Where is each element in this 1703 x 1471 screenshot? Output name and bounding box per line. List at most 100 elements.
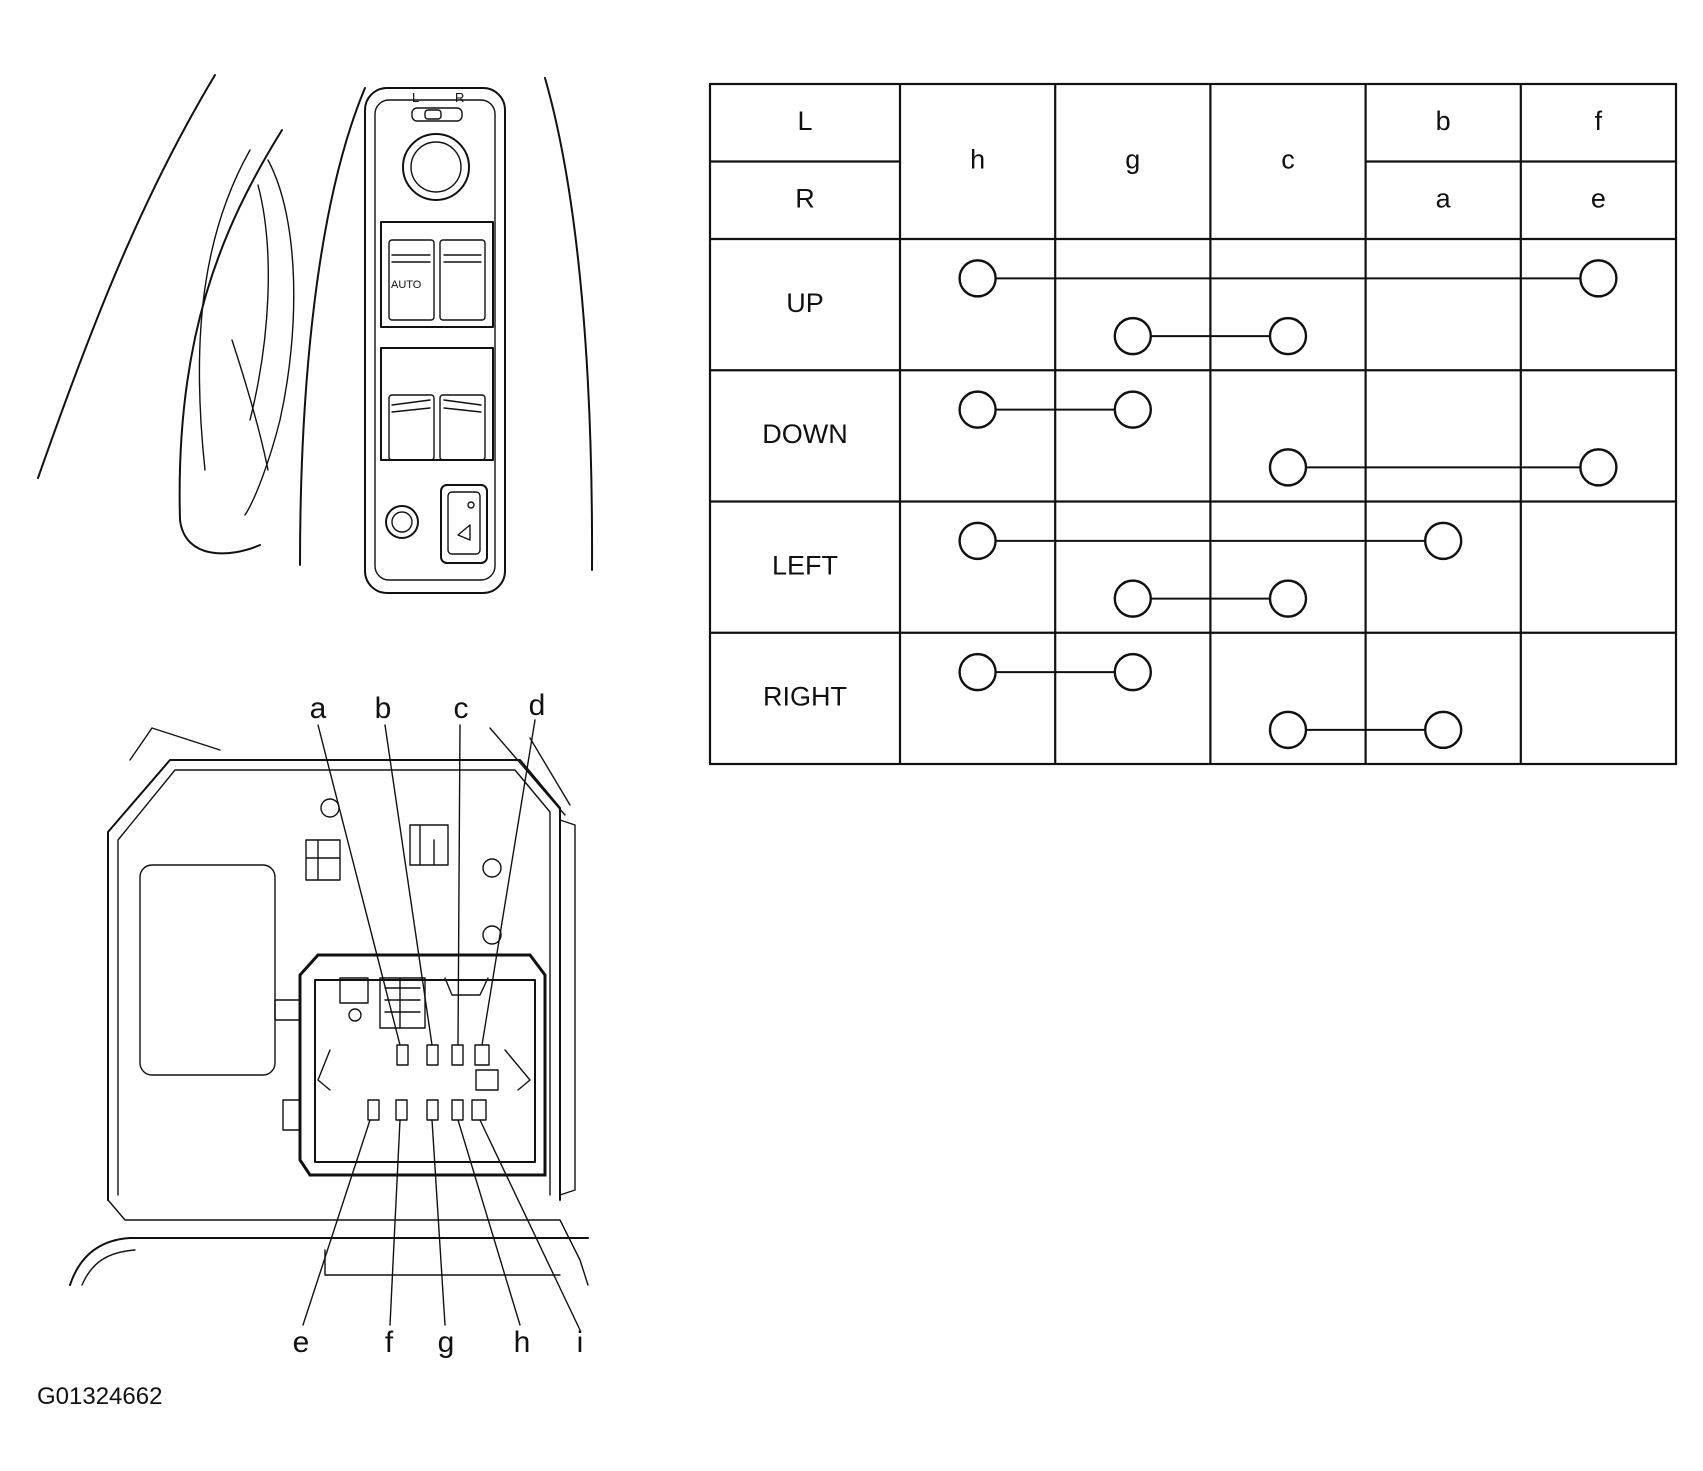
leader-line-h xyxy=(457,1119,521,1326)
mounting-hole-3 xyxy=(482,925,502,945)
switch-connector-illustration: a b c d e f g h i xyxy=(69,689,589,1359)
leader-line-d xyxy=(481,719,536,1046)
switch-back-label-area xyxy=(139,864,276,1076)
terminal-i xyxy=(471,1099,487,1121)
window-lock-button-inner xyxy=(391,511,413,533)
column-header-ba-r: a xyxy=(1436,183,1452,213)
connector-pin-hole xyxy=(348,1008,362,1022)
auto-button-label: AUTO xyxy=(391,279,422,291)
table-row-down: DOWN xyxy=(762,390,1618,487)
header-label-l: L xyxy=(797,106,812,136)
connector-lock-block-right xyxy=(444,977,489,996)
row-label-right: RIGHT xyxy=(763,682,847,712)
column-header-h: h xyxy=(970,145,985,175)
leader-line-g xyxy=(431,1119,446,1326)
continuity-terminal-marker xyxy=(1579,448,1618,487)
window-switch-rear-left[interactable] xyxy=(388,394,435,461)
armrest-inner-line xyxy=(198,149,251,471)
window-switch-front-housing xyxy=(380,221,494,328)
window-switch-passenger[interactable] xyxy=(439,239,486,321)
continuity-terminal-marker xyxy=(1268,710,1308,750)
mirror-adjust-knob-inner[interactable] xyxy=(410,141,462,193)
continuity-terminal-marker xyxy=(1268,448,1308,487)
window-lock-button[interactable] xyxy=(385,505,419,539)
connector-shell xyxy=(298,953,547,1177)
connector-latch-block xyxy=(379,977,426,1029)
mounting-hole-1 xyxy=(320,798,340,818)
housing-top-edge xyxy=(129,727,221,761)
leader-line-i xyxy=(479,1119,581,1331)
table-row-up: UP xyxy=(786,259,1618,356)
door-handle-recess-inner xyxy=(249,184,269,421)
mirror-selector-slider[interactable] xyxy=(411,107,463,122)
leader-line-a xyxy=(317,724,401,1046)
continuity-terminal-marker xyxy=(958,259,997,298)
table-border xyxy=(708,82,1678,766)
connector-guide-left xyxy=(317,1049,331,1091)
mirror-adjust-knob-outer[interactable] xyxy=(402,133,470,201)
terminal-label-c: c xyxy=(454,692,469,725)
figure-code: G01324662 xyxy=(37,1383,162,1410)
terminal-e xyxy=(367,1099,380,1121)
mirror-selector-knob[interactable] xyxy=(424,109,442,120)
connector-side-tab xyxy=(282,1099,301,1131)
continuity-terminal-marker xyxy=(1268,579,1308,618)
terminal-h xyxy=(451,1099,464,1121)
clip-feature-right xyxy=(409,824,449,866)
door-trim-illustration: L R AUTO xyxy=(37,74,594,594)
power-window-switch-panel: L R AUTO xyxy=(364,87,506,594)
door-handle-edge xyxy=(231,339,269,471)
column-header-g: g xyxy=(1125,145,1140,175)
continuity-terminal-marker xyxy=(1113,316,1153,356)
window-switch-driver[interactable] xyxy=(388,239,435,321)
terminal-label-b: b xyxy=(375,692,392,725)
row-label-down: DOWN xyxy=(762,419,847,449)
housing-top-right-edge-2 xyxy=(529,737,571,806)
column-header-fe-r: e xyxy=(1591,183,1606,213)
door-lock-symbol-icon xyxy=(457,524,471,541)
row-label-left: LEFT xyxy=(772,550,838,580)
door-lock-indicator-icon xyxy=(467,501,475,509)
door-handle-recess xyxy=(244,159,295,516)
door-panel-curve xyxy=(299,87,366,566)
switch-back-housing xyxy=(107,759,561,1201)
mirror-selector-left-label: L xyxy=(412,90,419,105)
passenger-switch-ridges xyxy=(443,254,482,263)
switch-panel-body xyxy=(364,87,506,594)
table-row-right: RIGHT xyxy=(763,652,1463,750)
table-body: UP DOWN LEFT RIGHT xyxy=(762,259,1618,750)
table-row-left: LEFT xyxy=(772,521,1463,618)
clip-feature-left xyxy=(305,839,341,881)
housing-top-right-edge xyxy=(489,727,566,816)
column-header-fe-l: f xyxy=(1595,106,1603,136)
continuity-terminal-marker xyxy=(1113,579,1153,618)
terminal-c xyxy=(451,1044,464,1066)
mirror-selector-right-label: R xyxy=(455,90,464,105)
terminal-label-g: g xyxy=(438,1326,455,1359)
terminal-a xyxy=(396,1044,409,1066)
connector-shell-inner xyxy=(314,979,536,1163)
continuity-terminal-marker xyxy=(1579,259,1618,298)
door-outline-line xyxy=(37,74,216,479)
leader-line-b xyxy=(384,724,433,1046)
continuity-terminal-marker xyxy=(1113,390,1153,429)
header-label-r: R xyxy=(795,183,815,213)
terminal-label-a: a xyxy=(310,692,327,725)
column-header-c: c xyxy=(1281,145,1295,175)
terminal-row-upper xyxy=(396,1044,499,1091)
rear-right-switch-ridges xyxy=(443,399,482,413)
door-panel-curve-right xyxy=(544,77,594,571)
driver-switch-ridges xyxy=(391,254,431,263)
trim-bottom-edge-inner xyxy=(81,1249,136,1286)
table-grid-lines xyxy=(710,84,1676,764)
terminal-d xyxy=(474,1044,490,1066)
switch-back-housing-inner xyxy=(117,769,551,1196)
window-switch-rear-right[interactable] xyxy=(439,394,486,461)
terminal-g xyxy=(426,1099,439,1121)
door-lock-switch[interactable] xyxy=(440,484,488,564)
leader-line-f xyxy=(389,1119,401,1326)
terminal-label-d: d xyxy=(529,689,546,722)
